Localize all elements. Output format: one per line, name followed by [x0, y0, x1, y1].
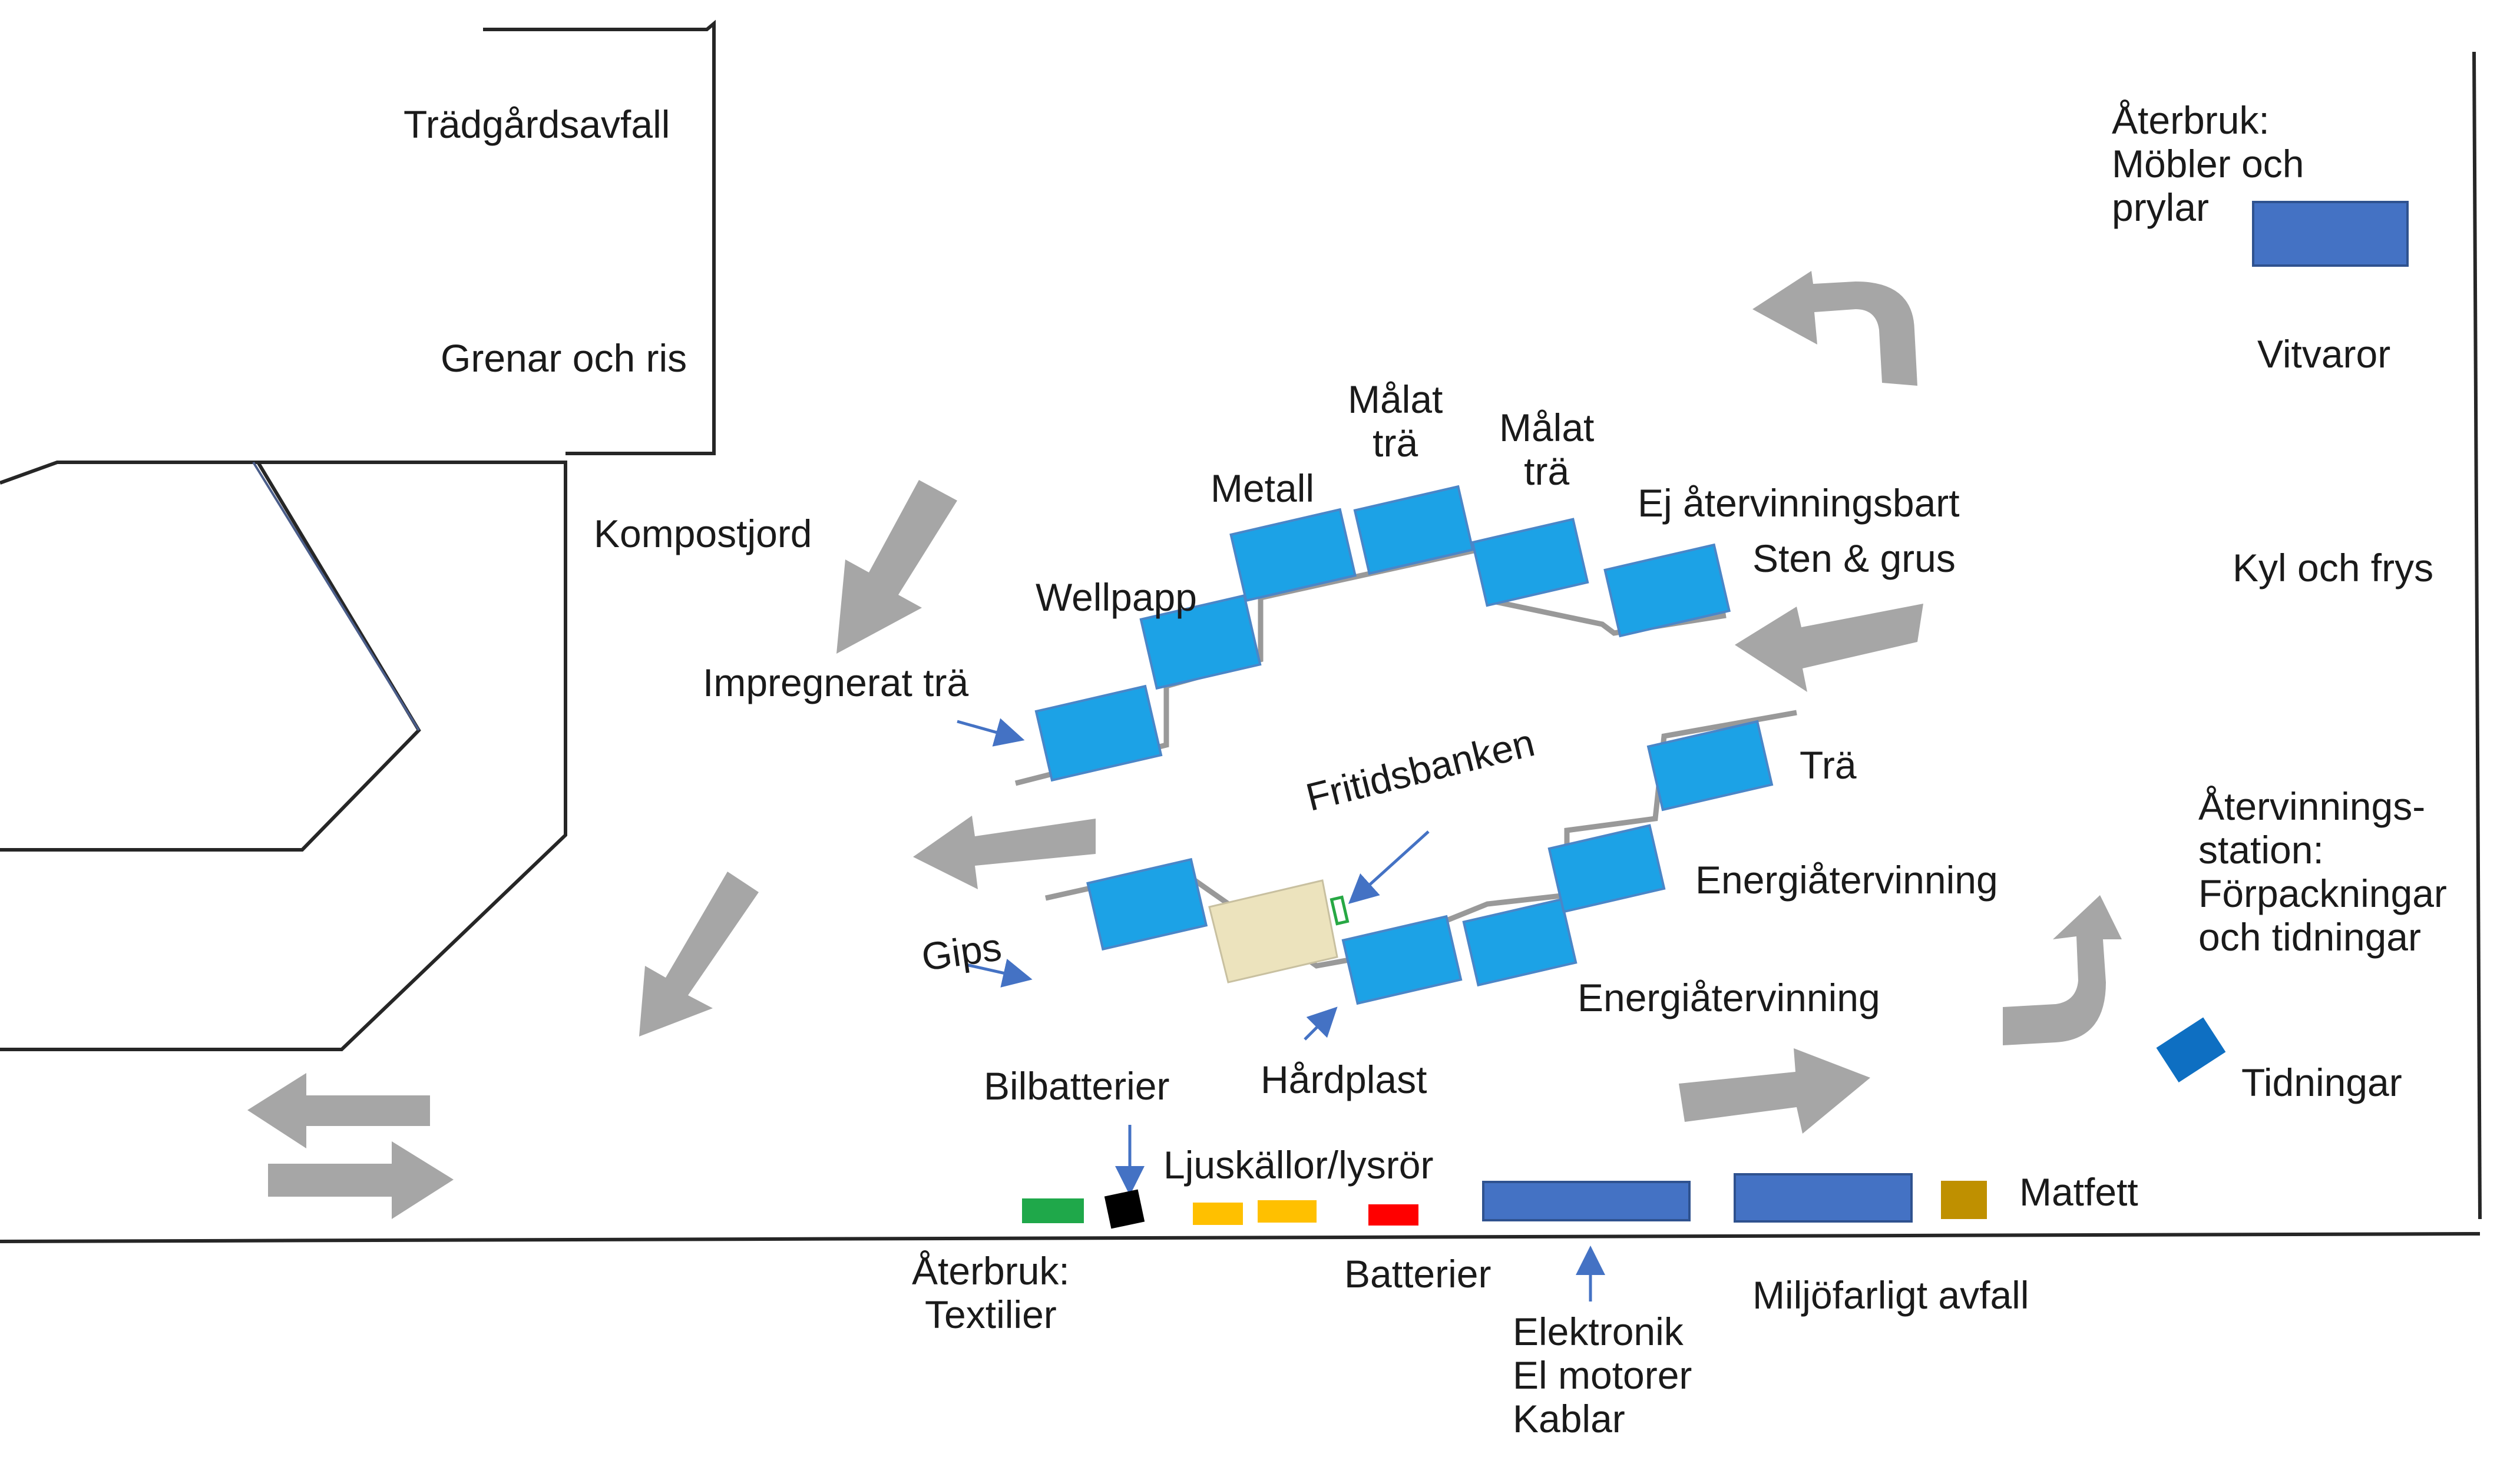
lower-container-row: [1045, 710, 1797, 1005]
container-metall: [1229, 508, 1357, 602]
garden-waste-area-wall: [483, 19, 716, 455]
label-aterbruk-mobler: Återbruk: Möbler och prylar: [2112, 98, 2304, 229]
box-elektronik: [1482, 1181, 1691, 1221]
traffic-arrow-exit-left: [247, 1073, 430, 1148]
bin-matfett: [1941, 1181, 1987, 1219]
site-walls: [0, 19, 2482, 1243]
pointer-fritidsbanken: [1348, 830, 1430, 905]
traffic-arrow-entrance-right: [268, 1141, 454, 1219]
traffic-arrow-diagonal-down-left: [639, 872, 759, 1036]
label-atervinningsstation: Återvinnings- station: Förpackningar och…: [2198, 784, 2447, 959]
fritidsbanken-building: [1208, 879, 1338, 983]
box-aterbruk-mobler: [2252, 201, 2409, 267]
label-malat-tra-1: Målat trä: [1348, 377, 1443, 465]
container-tra: [1646, 720, 1774, 812]
container-energiatervinning-2: [1462, 898, 1578, 987]
pointer-gips: [965, 958, 1033, 988]
bin-bilbatterier: [1104, 1189, 1145, 1229]
label-tradgardsavfall: Trädgårdsavfall: [404, 102, 670, 146]
pointer-arrows: [957, 718, 1605, 1302]
pointer-impregnerat: [957, 718, 1025, 747]
traffic-arrow-kompost-down: [836, 480, 957, 654]
label-tra: Trä: [1800, 743, 1857, 787]
label-energiatervinning-2: Energiåtervinning: [1578, 976, 1880, 1019]
label-grenar-och-ris: Grenar och ris: [441, 336, 687, 380]
compost-inner-hexagon: [0, 461, 421, 852]
label-sten-och-grus: Sten & grus: [1752, 537, 1956, 580]
label-vitvaror: Vitvaror: [2257, 332, 2391, 376]
label-kyl-och-frys: Kyl och frys: [2233, 546, 2434, 590]
label-energiatervinning-1: Energiåtervinning: [1695, 858, 1998, 902]
bin-ljuskallor-1: [1193, 1203, 1243, 1225]
container-gips: [1086, 857, 1208, 951]
pointer-hardplast: [1304, 1006, 1338, 1041]
label-aterbruk-textilier: Återbruk: Textilier: [912, 1249, 1070, 1336]
traffic-arrows: [247, 271, 2122, 1219]
label-miljofarligt-avfall: Miljöfarligt avfall: [1752, 1273, 2029, 1317]
container-impregnerat-tra: [1034, 684, 1163, 782]
container-malat-tra-1: [1353, 485, 1474, 575]
site-right-wall: [2472, 51, 2482, 1220]
site-bottom-boundary: [0, 1232, 2481, 1243]
traffic-arrow-left-middle: [913, 816, 1096, 889]
container-energiatervinning-1: [1547, 824, 1666, 913]
label-ej-atervinningsbart: Ej återvinningsbart: [1638, 481, 1960, 525]
container-wellpapp: [1139, 594, 1262, 690]
box-tidningar: [2156, 1017, 2226, 1082]
label-metall: Metall: [1211, 466, 1315, 510]
bottom-bins: [1022, 201, 2409, 1229]
label-elektronik: Elektronik El motorer Kablar: [1513, 1310, 1692, 1440]
label-kompostjord: Kompostjord: [594, 512, 812, 555]
label-wellpapp: Wellpapp: [1036, 575, 1197, 619]
label-ljuskallor: Ljuskällor/lysrör: [1163, 1143, 1434, 1187]
compost-area-outline: [0, 461, 567, 1051]
traffic-arrow-left-upper: [1735, 604, 1923, 692]
traffic-arrow-right-lower: [1679, 1048, 1870, 1134]
bin-textilier: [1022, 1198, 1084, 1223]
label-tidningar: Tidningar: [2241, 1061, 2402, 1104]
container-ej-atervinningsbart: [1603, 543, 1731, 638]
fritidsbanken-marker: [1330, 895, 1350, 926]
traffic-arrow-curve-top: [1752, 271, 1917, 386]
bin-batterier: [1368, 1204, 1418, 1226]
label-malat-tra-2: Målat trä: [1499, 406, 1595, 493]
label-bilbatterier: Bilbatterier: [984, 1064, 1170, 1108]
container-hardplast: [1341, 915, 1463, 1005]
bin-ljuskallor-2: [1258, 1200, 1317, 1223]
upper-container-row: [1014, 485, 1731, 786]
container-malat-tra-2: [1471, 518, 1589, 607]
label-batterier: Batterier: [1344, 1252, 1492, 1296]
compost-divider-line: [252, 461, 420, 731]
label-impregnerat-tra: Impregnerat trä: [703, 661, 969, 704]
label-hardplast: Hårdplast: [1261, 1058, 1427, 1101]
traffic-arrow-curve-bottom: [2003, 895, 2122, 1045]
box-miljofarligt-avfall: [1734, 1173, 1913, 1223]
label-matfett: Matfett: [2019, 1170, 2138, 1214]
